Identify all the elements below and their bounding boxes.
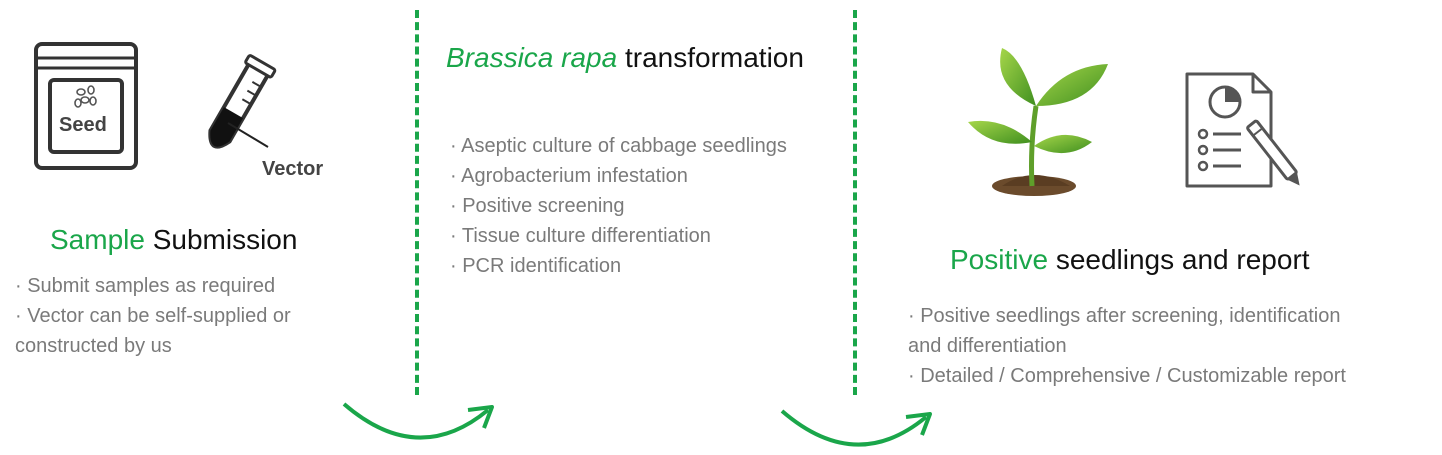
title-highlight: Sample [50, 224, 145, 255]
stage-divider-left [415, 10, 419, 395]
flow-arrow-1 [342, 402, 494, 440]
seed-bag-icon [34, 42, 138, 170]
positive-seedlings-title: Positive seedlings and report [950, 244, 1310, 276]
positive-seedlings-list: · Positive seedlings after screening, id… [908, 301, 1346, 391]
stage-divider-right [853, 10, 857, 395]
vector-icon-label: Vector [262, 158, 324, 180]
list-item: · Tissue culture differentiation [450, 225, 711, 247]
list-item: · Detailed / Comprehensive / Customizabl… [908, 365, 1346, 387]
list-item: · Submit samples as required [15, 275, 276, 297]
flow-arrow-2 [780, 409, 932, 447]
title-rest: seedlings and report [1048, 244, 1310, 275]
list-item: · Vector can be self-supplied or [15, 305, 291, 327]
list-item: constructed by us [15, 335, 172, 357]
transformation-steps-list: · Aseptic culture of cabbage seedlings ·… [450, 131, 787, 281]
list-item: · Positive seedlings after screening, id… [908, 305, 1341, 327]
title-rest: transformation [617, 42, 804, 73]
report-document-icon [1185, 72, 1300, 188]
list-item: · Aseptic culture of cabbage seedlings [450, 135, 787, 157]
list-item: · PCR identification [450, 255, 622, 277]
test-tube-icon [208, 54, 277, 149]
list-item: · Positive screening [450, 195, 625, 217]
seed-icon-label: Seed [59, 114, 107, 136]
title-highlight: Brassica rapa [446, 42, 618, 73]
sample-submission-title: Sample Submission [50, 224, 297, 256]
seedling-icon [968, 48, 1108, 196]
sample-submission-list: · Submit samples as required · Vector ca… [15, 271, 291, 361]
title-highlight: Positive [950, 244, 1049, 275]
title-rest: Submission [144, 224, 298, 255]
transformation-title: Brassica rapa transformation [446, 42, 804, 74]
list-item: · Agrobacterium infestation [450, 165, 688, 187]
list-item: and differentiation [908, 335, 1067, 357]
